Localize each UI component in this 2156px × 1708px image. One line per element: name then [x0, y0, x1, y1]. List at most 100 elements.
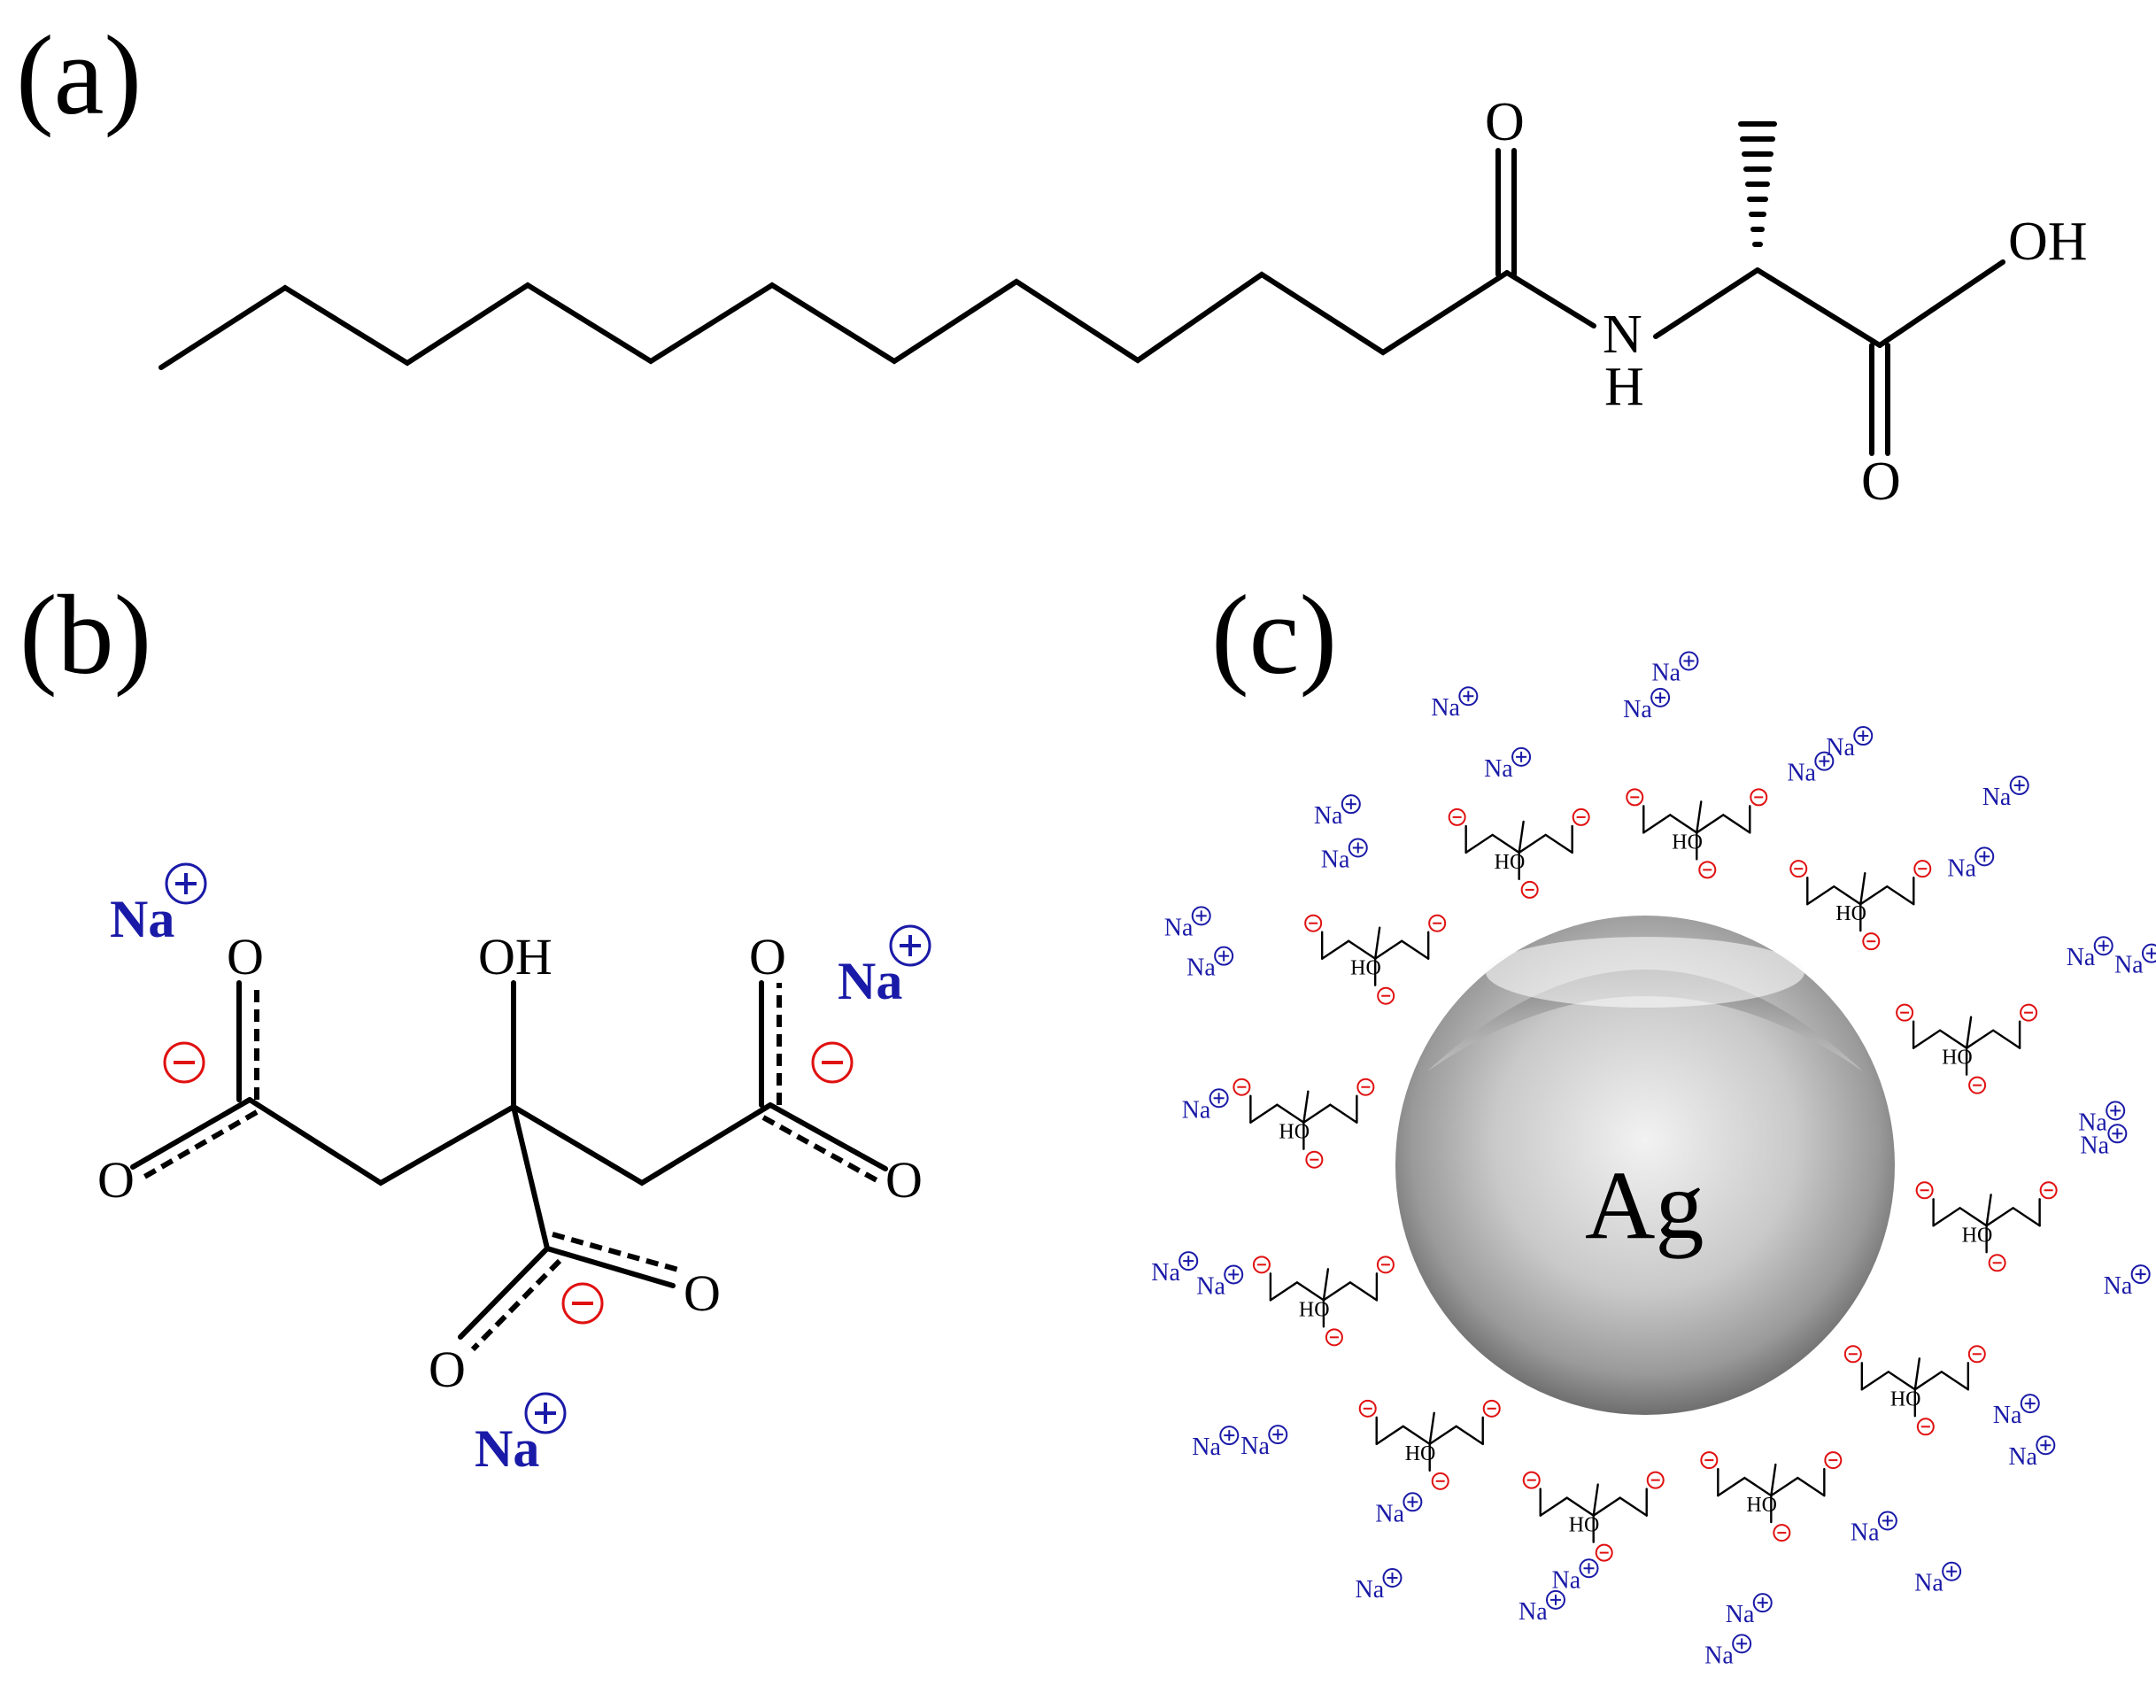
sodium-mini-label: Na — [1518, 1598, 1548, 1626]
carboxyl-oh-bond — [1877, 259, 2005, 348]
negative-charge-mini — [1698, 861, 1717, 879]
sodium-mini-label: Na — [1182, 1096, 1211, 1124]
atom-acid-o: O — [1861, 452, 1901, 512]
negative-charge-mini — [1968, 1076, 1987, 1094]
negative-charge-mini — [1376, 1256, 1395, 1274]
sodium-mini-label: Na — [1947, 854, 1976, 882]
negative-charge-mini — [1595, 1543, 1613, 1562]
negative-charge-mini — [2039, 1181, 2058, 1200]
sodium-ion: Na — [1484, 746, 1532, 783]
citrate-ligand: HO — [1304, 914, 1447, 1005]
ligand-hydroxyl-label: HO — [1962, 1224, 1993, 1247]
sodium-mini-label: Na — [2067, 944, 2096, 971]
negative-charge-mini — [1913, 860, 1932, 878]
amide-bond — [1504, 270, 1596, 328]
citrate-ligand: HO — [1843, 1345, 1986, 1436]
sodium-ion: Na — [1914, 1561, 1962, 1597]
panel-a-label: (a) — [16, 12, 142, 138]
left-co2-dash — [138, 1109, 259, 1182]
ligand-hydroxyl-label: HO — [1942, 1047, 1973, 1070]
sodium-mini-label: Na — [1431, 694, 1460, 722]
negative-charge-mini — [1431, 1472, 1449, 1490]
sodium-mini-label: Na — [1484, 755, 1513, 783]
negative-charge-mini — [1325, 1328, 1343, 1347]
panel-c-label: (c) — [1211, 572, 1337, 698]
negative-charge-mini — [1520, 880, 1539, 899]
citrate-ligand: HO — [1915, 1181, 2058, 1272]
sodium-mini-label: Na — [1151, 1259, 1180, 1287]
sodium-mini-label: Na — [1651, 660, 1681, 687]
negative-charge-mini — [1750, 788, 1768, 807]
sodium-ion: Na — [1851, 1511, 1897, 1546]
sodium-ion: Na — [1240, 1425, 1288, 1460]
sodium-ion: Na — [2008, 1435, 2056, 1471]
sodium-ion: Na — [1182, 1088, 1229, 1124]
atom-amide-h: H — [1604, 357, 1644, 417]
negative-charge-mini — [1967, 1345, 1986, 1364]
sodium-mini-label: Na — [1704, 1642, 1734, 1669]
negative-charge-mini — [1356, 1078, 1375, 1096]
atom-citrate-hydroxyl: OH — [478, 928, 553, 985]
sodium-ion: Na — [1947, 846, 1995, 882]
negative-charge-mini — [1252, 1256, 1271, 1274]
sodium-ion-right: Na — [838, 924, 931, 1010]
sodium-mini-label: Na — [1851, 1519, 1880, 1546]
sodium-ion: Na — [1623, 687, 1671, 723]
ligand-hydroxyl-label: HO — [1672, 831, 1703, 854]
sodium-mini-label: Na — [1186, 954, 1216, 982]
sodium-mini-label: Na — [1623, 696, 1652, 723]
sodium-mini-label: Na — [2080, 1132, 2109, 1159]
left-co2-bond — [130, 1097, 252, 1170]
sodium-ion-left: Na — [110, 862, 207, 948]
atom-o-top-left: O — [227, 928, 264, 985]
sodium-mini-label: Na — [1982, 784, 2012, 811]
citrate-ligand: HO — [1233, 1078, 1375, 1169]
atom-hydroxyl: OH — [2008, 212, 2088, 272]
bottom-co-dash — [552, 1232, 679, 1272]
right-co2-dash — [761, 1115, 880, 1184]
sodium-mini-label: Na — [1321, 846, 1350, 873]
negative-charge-mini — [1646, 1471, 1665, 1489]
central-carboxyl-bond — [511, 1104, 550, 1251]
sodium-ion: Na — [2067, 936, 2113, 971]
negative-charge-mini — [2020, 1003, 2038, 1022]
negative-charge-mini — [1896, 1003, 1914, 1022]
ligand-hydroxyl-label: HO — [1569, 1514, 1600, 1537]
core-label: Ag — [1585, 1151, 1704, 1259]
sodium-ion: Na — [1982, 776, 2029, 811]
citrate-ligand: HO — [1522, 1471, 1665, 1562]
sodium-ion: Na — [1651, 651, 1699, 687]
sodium-mini-label: Na — [1826, 734, 1855, 761]
atom-amide-n: N — [1603, 305, 1642, 365]
sodium-ion: Na — [1826, 726, 1874, 761]
ligand-hydroxyl-label: HO — [1495, 851, 1526, 874]
sodium-ion: Na — [1321, 838, 1368, 873]
sodium-mini-label: Na — [1914, 1570, 1943, 1597]
sodium-ion: Na — [1196, 1264, 1244, 1300]
citrate-ligand: HO — [1626, 788, 1768, 879]
panel-a: (a) — [16, 12, 2088, 512]
negative-charge-mini — [1789, 860, 1808, 878]
right-co2-bond — [768, 1102, 888, 1171]
negative-charge-mini — [1522, 1471, 1541, 1489]
sodium-ion: Na — [1787, 751, 1835, 787]
negative-charge-mini — [1377, 986, 1395, 1005]
sodium-ion: Na — [2078, 1101, 2126, 1136]
negative-charge-mini — [1428, 914, 1447, 932]
atom-o-right: O — [885, 1151, 923, 1209]
atom-carbonyl-o: O — [1485, 92, 1525, 152]
sodium-mini-label: Na — [1787, 760, 1816, 787]
ligand-hydroxyl-label: HO — [1890, 1387, 1921, 1410]
sodium-mini-label: Na — [2008, 1443, 2037, 1471]
ligand-hydroxyl-label: HO — [1350, 957, 1381, 980]
sodium-mini-label: Na — [1726, 1601, 1755, 1628]
citrate-ligand: HO — [1789, 860, 1932, 951]
citrate-ligand: HO — [1252, 1256, 1395, 1347]
sodium-mini-label: Na — [1355, 1576, 1384, 1604]
citrate-ligand: HO — [1700, 1451, 1843, 1542]
citrate-ligand: HO — [1448, 808, 1590, 899]
n-alpha-bond — [1653, 267, 1760, 339]
sodium-ion: Na — [1704, 1634, 1752, 1669]
